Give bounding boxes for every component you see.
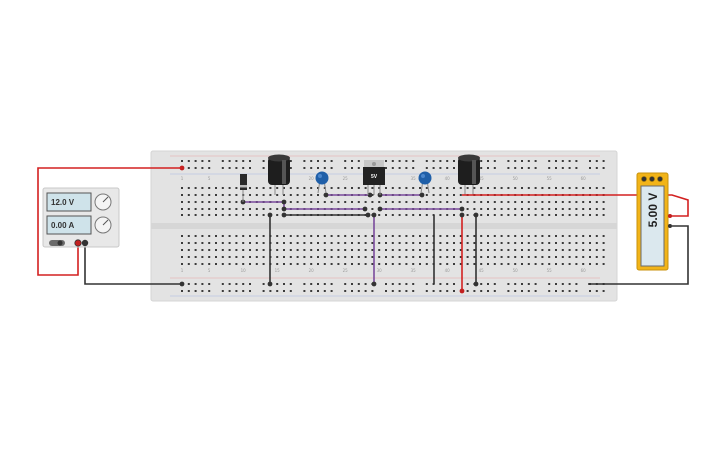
svg-text:55: 55 [547,268,553,273]
wire-multimeter-positive[interactable] [462,194,689,217]
wire-supply-positive[interactable] [37,167,182,276]
svg-text:50: 50 [513,268,519,273]
svg-text:5: 5 [208,176,211,181]
voltage-regulator[interactable]: 5V [363,160,385,195]
svg-text:1: 1 [181,268,184,273]
ceramic-capacitor-left[interactable] [315,171,329,194]
svg-text:40: 40 [445,176,451,181]
svg-text:25: 25 [343,268,349,273]
current-display [46,215,92,235]
power-supply[interactable]: 12.0 V 0.00 A [42,187,120,248]
voltage-display [46,192,92,212]
multimeter-jack-com[interactable] [641,176,647,182]
svg-text:35: 35 [411,176,417,181]
electrolytic-capacitor-left[interactable] [268,154,290,196]
svg-text:40: 40 [445,268,451,273]
svg-text:60: 60 [581,268,587,273]
multimeter-display [640,185,665,267]
svg-text:35: 35 [411,268,417,273]
voltage-readout: 12.0 V [51,198,75,207]
positive-terminal[interactable] [74,239,82,247]
svg-text:45: 45 [479,268,485,273]
svg-text:10: 10 [241,268,247,273]
current-readout: 0.00 A [51,221,74,230]
regulator-label: 5V [371,174,378,180]
svg-text:60: 60 [581,176,587,181]
purple-jumpers [243,194,462,284]
multimeter-probe-negative[interactable] [668,224,672,228]
svg-text:50: 50 [513,176,519,181]
current-knob[interactable] [94,216,112,234]
jumper-endpoints [179,165,479,294]
svg-text:20: 20 [309,268,315,273]
svg-text:20: 20 [309,176,315,181]
negative-terminal[interactable] [81,239,89,247]
svg-text:45: 45 [479,176,485,181]
voltage-knob[interactable] [94,193,112,211]
power-switch[interactable] [49,240,65,246]
multimeter-jack-v[interactable] [649,176,655,182]
wire-multimeter-negative[interactable] [588,225,689,285]
electrolytic-capacitor-right[interactable] [458,154,480,196]
black-jumpers [269,214,477,284]
multimeter-probe-positive[interactable] [668,214,672,218]
svg-text:30: 30 [377,268,383,273]
svg-text:5: 5 [208,268,211,273]
breadboard-center-channel [151,223,617,229]
svg-text:15: 15 [275,268,281,273]
ceramic-capacitor-right[interactable] [418,171,432,194]
svg-text:1: 1 [181,176,184,181]
diode[interactable] [240,174,247,202]
jumper-diode-to-regulator-in [243,201,365,210]
wire-supply-negative[interactable] [84,243,182,285]
multimeter[interactable]: 5.00 V [636,172,672,271]
multimeter-jack-a[interactable] [657,176,663,182]
svg-text:25: 25 [343,176,349,181]
multimeter-readout: 5.00 V [646,193,660,228]
svg-text:55: 55 [547,176,553,181]
